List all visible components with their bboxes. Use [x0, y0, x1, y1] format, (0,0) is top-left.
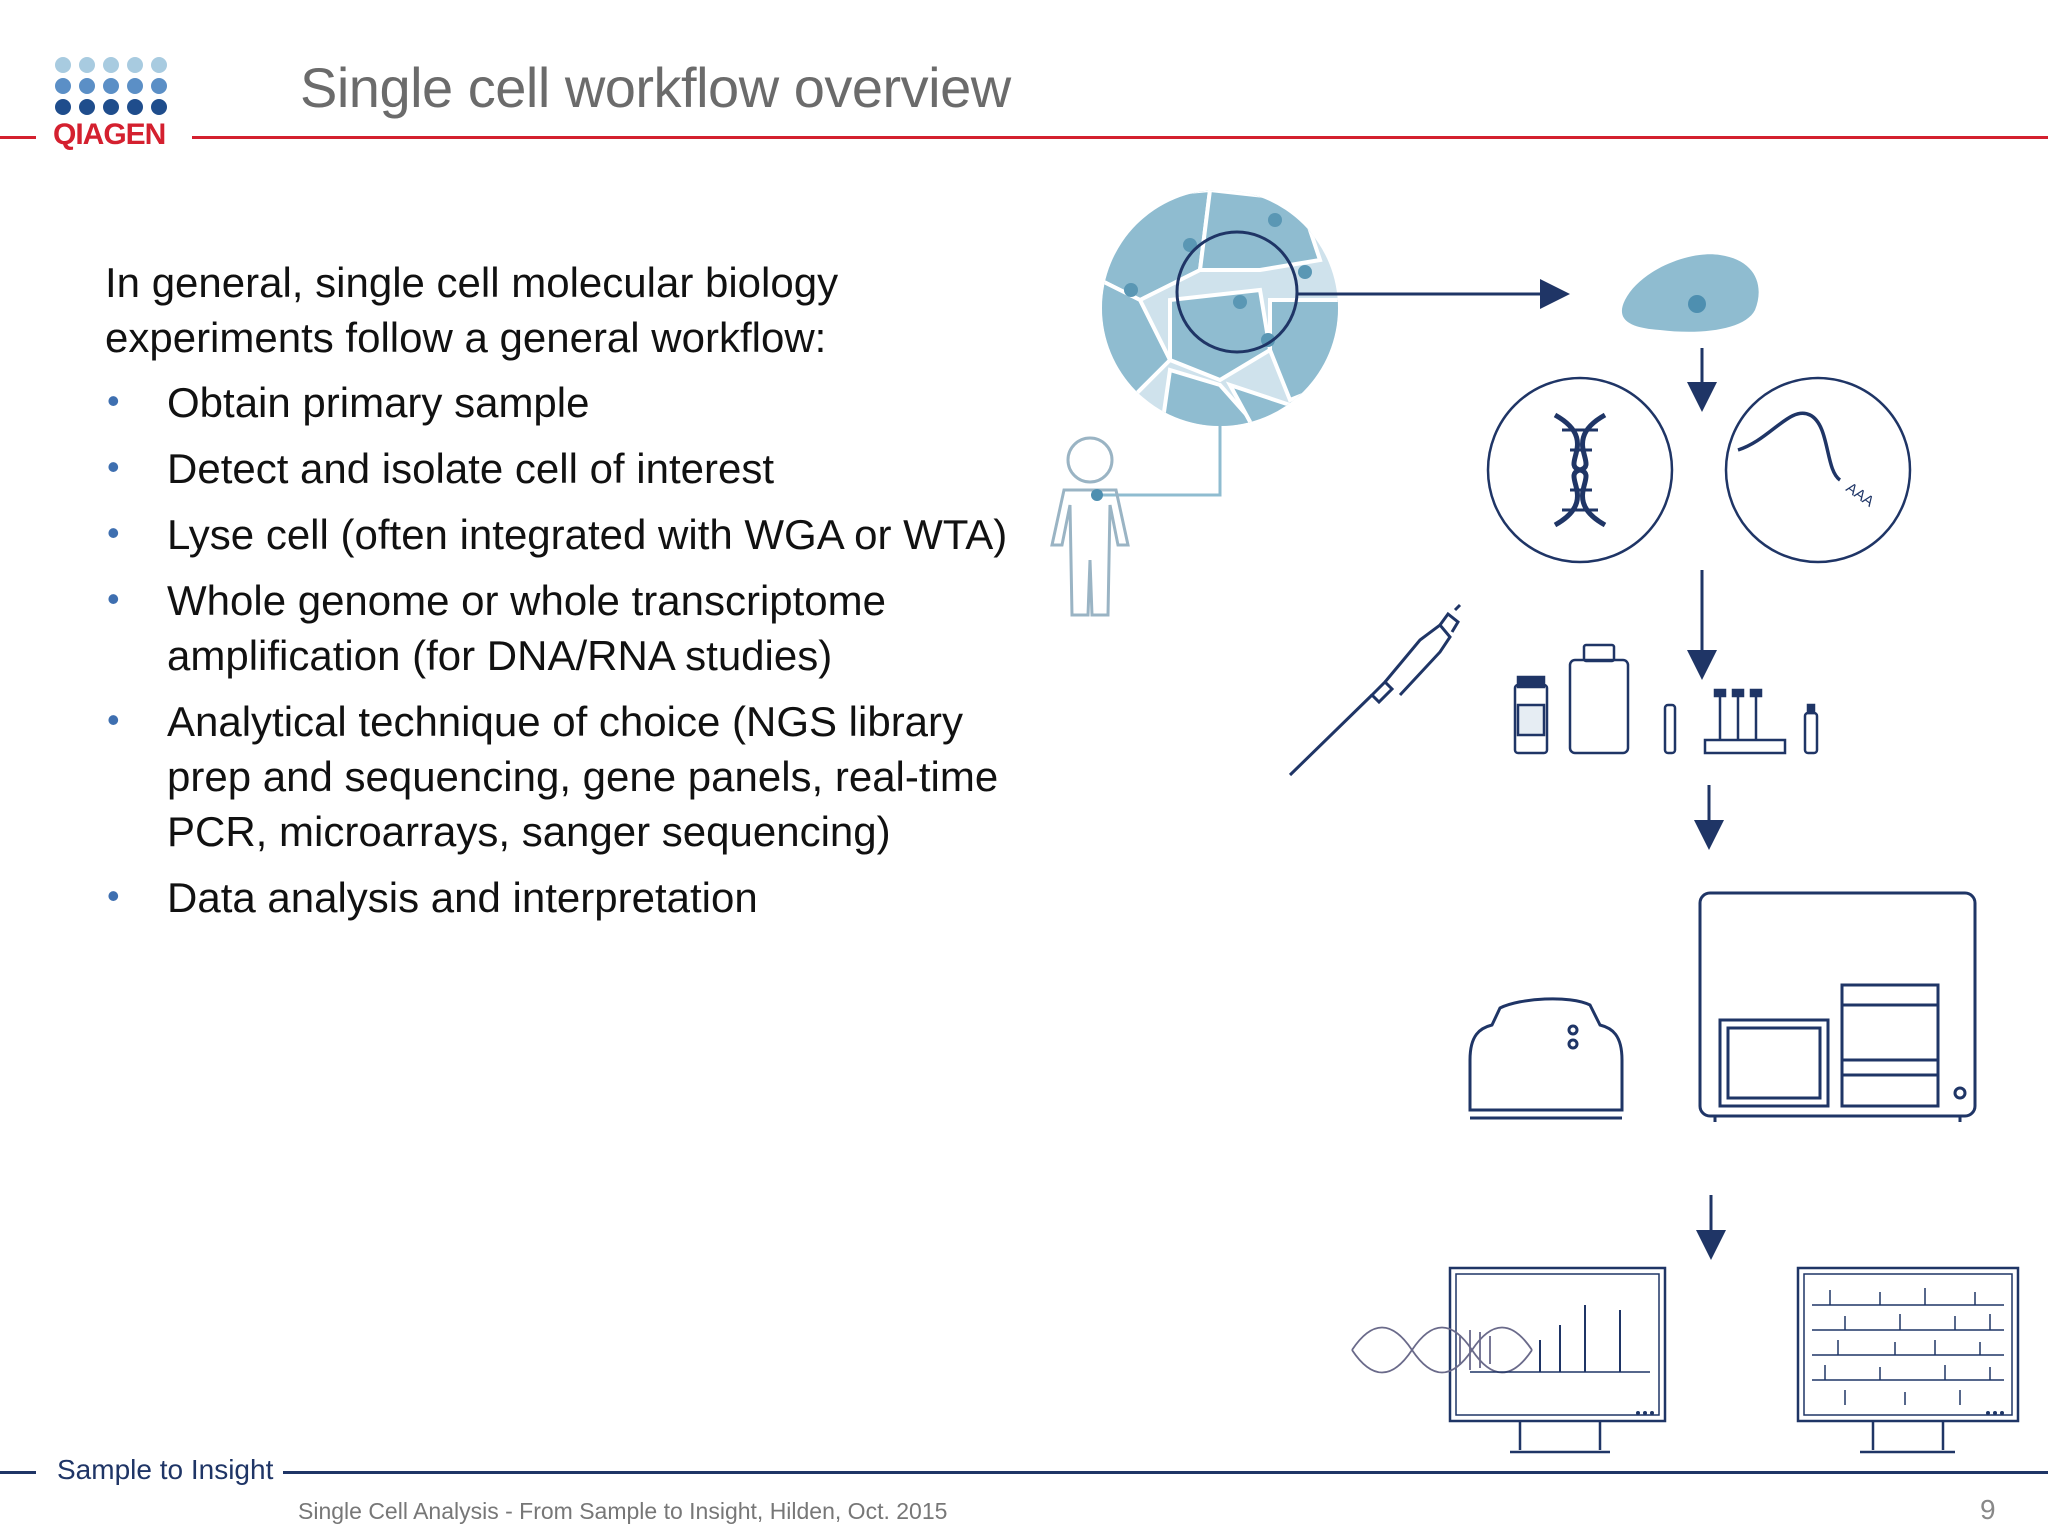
- bullet-item: •Whole genome or whole transcriptome amp…: [105, 573, 1035, 683]
- sequence-trace-monitor-icon: [1351, 1266, 1667, 1454]
- header-divider-left: [0, 136, 36, 139]
- bullet-item: •Detect and isolate cell of interest: [105, 441, 1035, 496]
- thermal-cycler-icon: [1468, 997, 1624, 1120]
- bullet-dot-icon: •: [107, 446, 120, 487]
- bullet-item: •Analytical technique of choice (NGS lib…: [105, 694, 1035, 859]
- bullet-item: •Lyse cell (often integrated with WGA or…: [105, 507, 1035, 562]
- workflow-diagram: AAA: [1050, 190, 2020, 1454]
- pipette-icon: [1288, 603, 1462, 777]
- sample-site-dot-icon: [1091, 489, 1103, 501]
- bullet-item: •Data analysis and interpretation: [105, 870, 1035, 925]
- bullet-dot-icon: •: [107, 699, 120, 740]
- single-cell-icon: [1621, 254, 1759, 332]
- bullet-item: •Obtain primary sample: [105, 375, 1035, 430]
- bullet-dot-icon: •: [107, 875, 120, 916]
- footer-divider-right: [283, 1471, 2048, 1474]
- header-divider-right: [192, 136, 2048, 139]
- intro-text: In general, single cell molecular biolog…: [105, 259, 839, 361]
- bullet-dot-icon: •: [107, 578, 120, 619]
- poly-a-tail-label: AAA: [1843, 479, 1877, 510]
- bullet-dot-icon: •: [107, 512, 120, 553]
- footer-text: Single Cell Analysis - From Sample to In…: [298, 1498, 948, 1524]
- sequencer-icon: [1698, 891, 1977, 1122]
- microarray-monitor-icon: [1796, 1266, 2020, 1454]
- human-figure-icon: [1050, 436, 1130, 617]
- page-number: 9: [1980, 1494, 1996, 1525]
- bullet-dot-icon: •: [107, 380, 120, 421]
- qiagen-logo-text: QIAGEN: [53, 118, 166, 151]
- workflow-bullet-list: •Obtain primary sample •Detect and isola…: [105, 375, 1035, 936]
- tissue-sample-icon: [1102, 190, 1338, 426]
- rna-strand-icon: AAA: [1724, 376, 1912, 564]
- dna-helix-icon: [1486, 376, 1674, 564]
- footer-divider-left: [0, 1471, 36, 1474]
- reagent-kit-icon: [1513, 643, 1819, 755]
- slide-title: Single cell workflow overview: [300, 56, 1011, 119]
- qiagen-logo-dots-icon: [55, 57, 167, 115]
- footer-tagline: Sample to Insight: [57, 1454, 274, 1485]
